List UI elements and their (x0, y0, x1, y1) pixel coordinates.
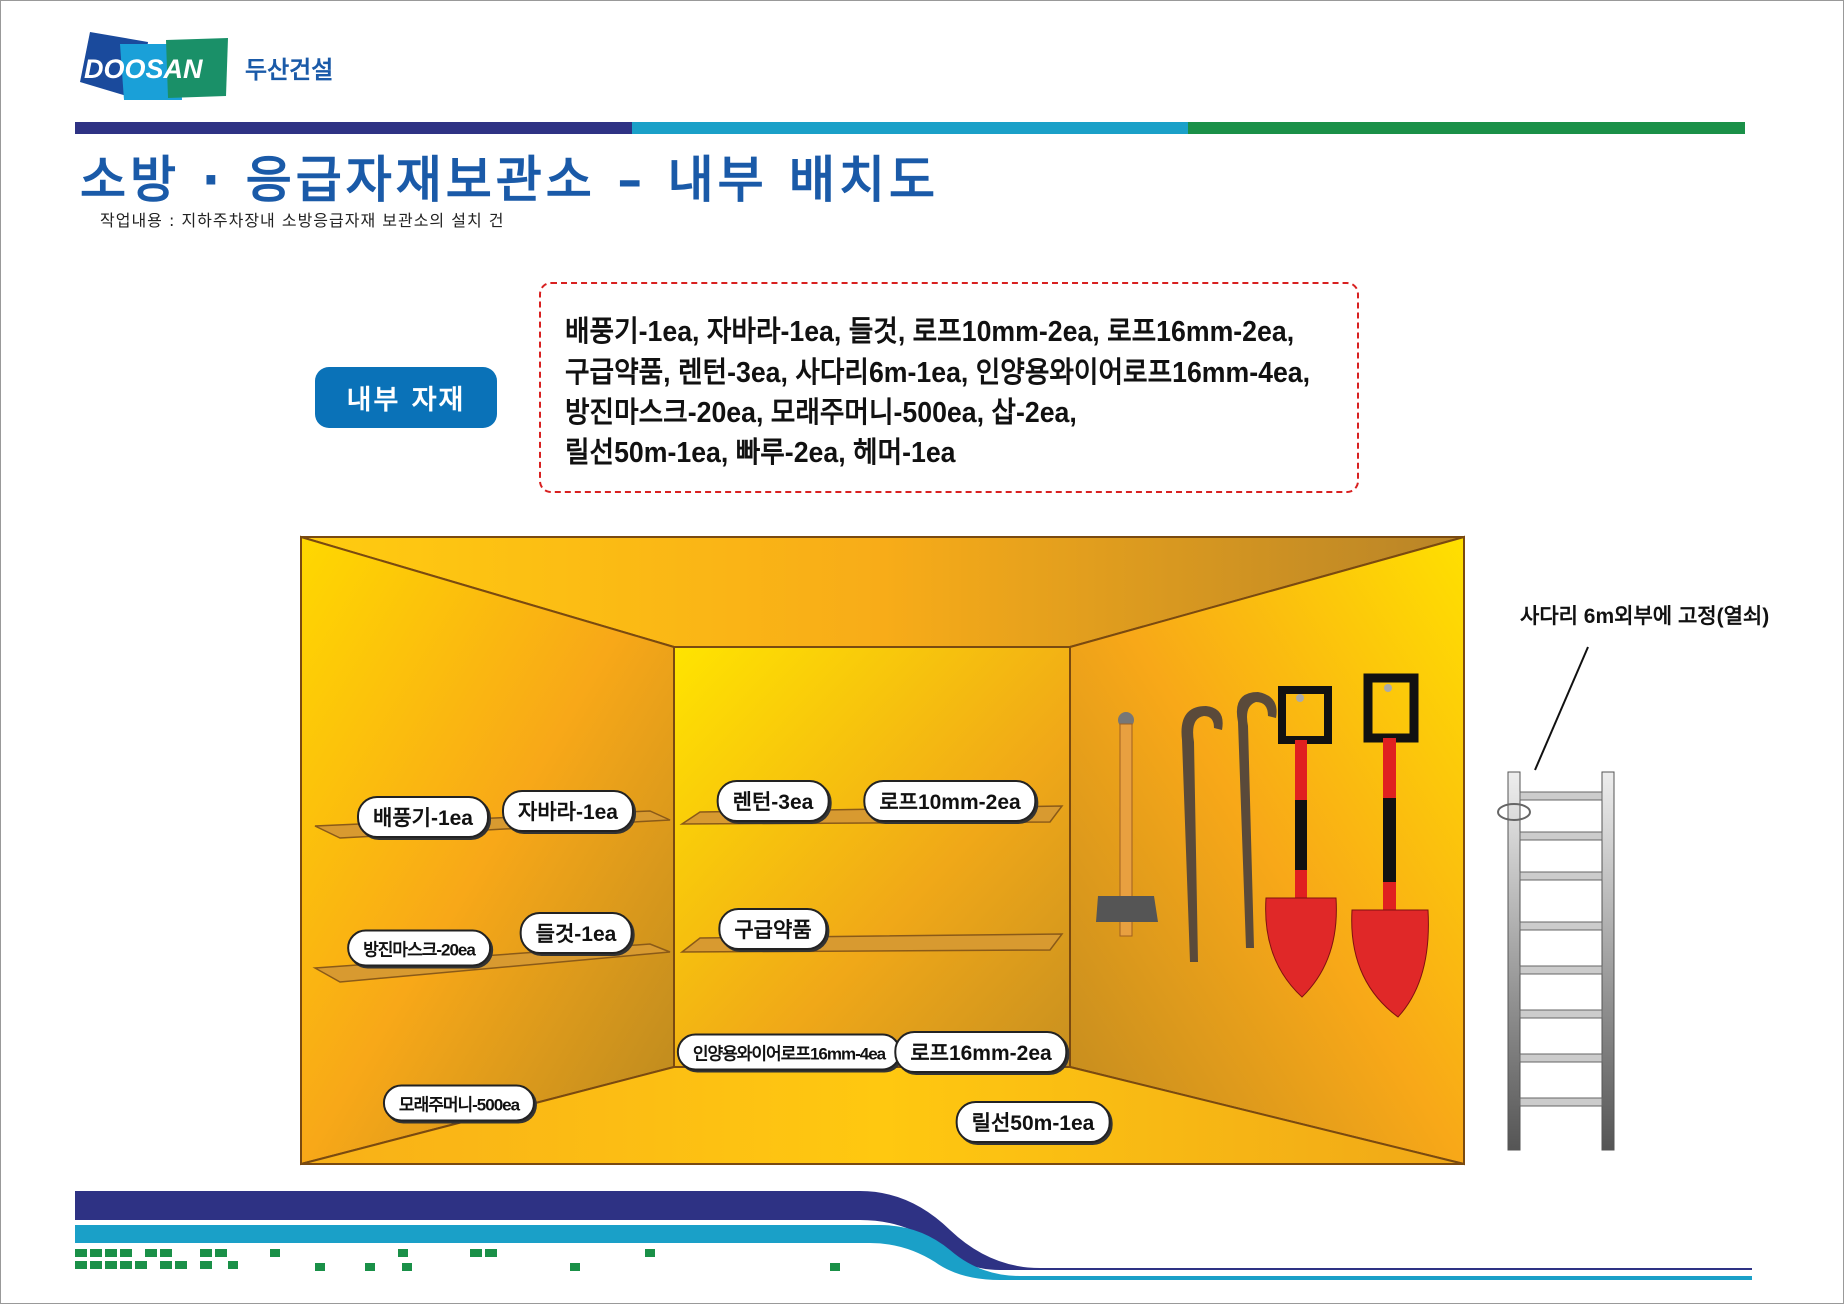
footer-decoration (75, 1191, 1752, 1280)
label-wire-rope: 인양용와이어로프16mm-4ea (676, 1033, 902, 1071)
left-wall (300, 535, 675, 1166)
label-sandbag: 모래주머니-500ea (382, 1084, 536, 1122)
materials-line: 릴선50m-1ea, 빠루-2ea, 헤머-1ea (565, 437, 956, 469)
page-title: 소방 · 응급자재보관소 – 내부 배치도 (80, 151, 940, 209)
label-dust-mask: 방진마스크-20ea (347, 929, 491, 967)
materials-list-box (539, 282, 1359, 493)
svg-text:DOOSAN: DOOSAN (84, 54, 203, 84)
doosan-logo: DOOSAN (80, 32, 228, 100)
work-description: 작업내용 : 지하주차장내 소방응급자재 보관소의 설치 건 (100, 211, 505, 230)
header-bar-green (1188, 122, 1745, 134)
label-reel-cable: 릴선50m-1ea (955, 1101, 1111, 1143)
shovel-icon (1265, 686, 1337, 998)
materials-line: 구급약품, 렌턴-3ea, 사다리6m-1ea, 인양용와이어로프16mm-4e… (565, 357, 1311, 389)
label-lantern: 렌턴-3ea (716, 780, 830, 822)
materials-line: 방진마스크-20ea, 모래주머니-500ea, 삽-2ea, (565, 397, 1077, 429)
crowbar-icon (1181, 692, 1277, 962)
internal-materials-badge: 내부 자재 (315, 367, 497, 428)
label-rope-16mm: 로프16mm-2ea (894, 1031, 1068, 1073)
label-rope-10mm: 로프10mm-2ea (863, 780, 1037, 822)
label-stretcher: 들것-1ea (519, 912, 633, 954)
label-first-aid: 구급약품 (718, 908, 828, 950)
ladder-note: 사다리 6m외부에 고정(열쇠) (1520, 605, 1770, 628)
company-name: 두산건설 (245, 56, 334, 84)
header-bar-navy (75, 122, 632, 134)
shovel-icon (1351, 673, 1429, 1018)
label-fan: 배풍기-1ea (357, 796, 489, 838)
back-wall (673, 646, 1071, 1068)
materials-line: 배풍기-1ea, 자바라-1ea, 들것, 로프10mm-2ea, 로프16mm… (565, 316, 1295, 348)
ladder-icon (1497, 646, 1615, 1151)
hammer-icon (1096, 712, 1158, 937)
label-duct: 자바라-1ea (502, 790, 634, 832)
header-bar-cyan (632, 122, 1188, 134)
